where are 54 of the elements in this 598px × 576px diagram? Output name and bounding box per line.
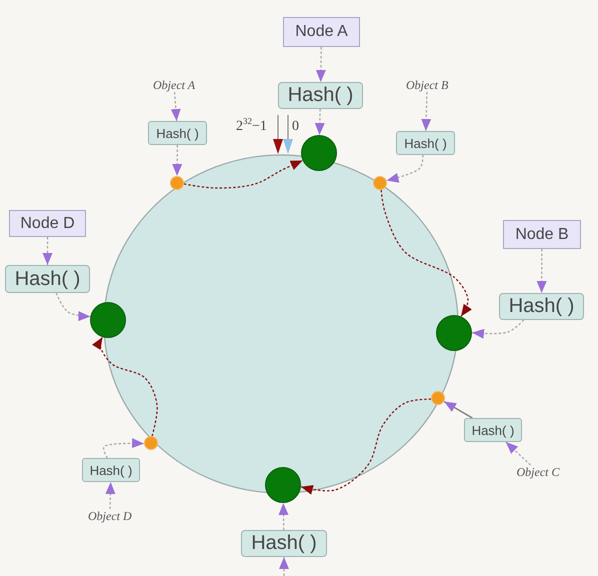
node-label: Node D bbox=[20, 214, 75, 232]
arrow bbox=[103, 438, 144, 458]
hash-label: Hash( ) bbox=[251, 532, 317, 555]
server-point bbox=[301, 135, 337, 171]
hash-function-box bbox=[396, 131, 455, 155]
hash-function-box bbox=[82, 458, 140, 482]
arrow bbox=[184, 160, 303, 189]
arrow bbox=[314, 108, 325, 136]
object-label: Object C bbox=[516, 465, 560, 479]
arrow bbox=[472, 320, 524, 339]
arrow bbox=[300, 398, 432, 495]
arrow bbox=[170, 92, 181, 122]
hash-function-box bbox=[148, 121, 207, 145]
arrow bbox=[92, 336, 158, 436]
arrow bbox=[316, 46, 326, 82]
object-label: Object A bbox=[153, 78, 196, 92]
arrow bbox=[386, 155, 424, 183]
node-box bbox=[9, 210, 86, 237]
hash-function-box bbox=[464, 418, 522, 442]
hash-label: Hash( ) bbox=[156, 126, 199, 140]
arrow bbox=[380, 190, 472, 317]
ring-position-label: 0 bbox=[292, 119, 299, 135]
server-point bbox=[90, 302, 126, 338]
hash-label: Hash( ) bbox=[288, 84, 354, 107]
arrow bbox=[278, 502, 288, 530]
hash-function-box bbox=[241, 530, 327, 557]
node-box bbox=[283, 17, 360, 47]
arrow bbox=[105, 482, 116, 510]
arrow bbox=[172, 145, 182, 176]
node-box bbox=[503, 220, 581, 249]
object-label: Object B bbox=[406, 78, 448, 92]
arrow bbox=[536, 249, 547, 293]
object-point bbox=[373, 176, 387, 190]
hash-function-box bbox=[278, 82, 363, 109]
hash-label: Hash( ) bbox=[14, 268, 80, 290]
object-label: Object D bbox=[88, 509, 132, 523]
hash-function-box bbox=[499, 293, 584, 320]
hash-function-box bbox=[5, 265, 90, 293]
node-label: Node B bbox=[515, 226, 569, 244]
server-point bbox=[436, 315, 472, 351]
arrow bbox=[421, 92, 432, 132]
hash-label: Hash( ) bbox=[90, 462, 132, 478]
arrow bbox=[56, 292, 90, 322]
hash-label: Hash( ) bbox=[404, 136, 447, 150]
arrow bbox=[42, 237, 52, 265]
hash-label: Hash( ) bbox=[472, 422, 514, 438]
arrow bbox=[279, 557, 289, 576]
ring-position-label: 2$^{32}$−1 bbox=[236, 119, 267, 135]
node-label: Node A bbox=[295, 23, 348, 41]
object-point bbox=[144, 436, 158, 450]
arrow bbox=[505, 442, 531, 466]
hash-label: Hash( ) bbox=[508, 295, 574, 318]
arrow bbox=[444, 400, 473, 419]
object-point bbox=[170, 176, 184, 190]
